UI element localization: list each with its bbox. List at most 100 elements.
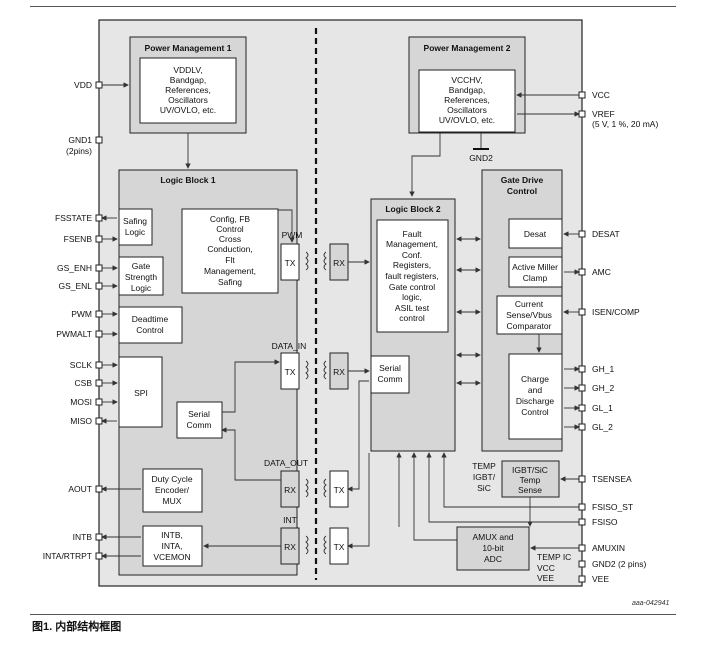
svg-text:Desat: Desat: [524, 229, 547, 239]
svg-text:DESAT: DESAT: [592, 229, 620, 239]
svg-text:logic,: logic,: [402, 292, 422, 302]
svg-text:PWMALT: PWMALT: [56, 329, 92, 339]
svg-text:INTA,: INTA,: [161, 541, 182, 551]
svg-text:GL_2: GL_2: [592, 422, 613, 432]
svg-text:Temp: Temp: [520, 475, 541, 485]
svg-text:GL_1: GL_1: [592, 403, 613, 413]
svg-text:(5 V, 1 %, 20 mA): (5 V, 1 %, 20 mA): [592, 119, 658, 129]
svg-text:Oscillators: Oscillators: [447, 105, 487, 115]
svg-text:References,: References,: [165, 85, 211, 95]
svg-text:Cross: Cross: [219, 234, 241, 244]
figure-id: aaa-042941: [632, 600, 670, 607]
svg-text:Logic: Logic: [131, 283, 152, 293]
svg-text:FSSTATE: FSSTATE: [55, 213, 92, 223]
svg-text:TEMP: TEMP: [472, 461, 496, 471]
svg-text:Flt: Flt: [225, 255, 235, 265]
svg-text:Serial: Serial: [188, 409, 210, 419]
svg-text:VEE: VEE: [592, 574, 609, 584]
svg-text:AMC: AMC: [592, 267, 611, 277]
gate-drive-control: Gate Drive Control Desat Active Miller C…: [481, 169, 563, 452]
svg-text:VCEMON: VCEMON: [153, 552, 190, 562]
svg-text:VCC: VCC: [537, 563, 555, 573]
svg-text:RX: RX: [284, 542, 296, 552]
svg-text:TX: TX: [285, 258, 296, 268]
svg-text:Bandgap,: Bandgap,: [170, 75, 206, 85]
svg-text:INTB,: INTB,: [161, 530, 183, 540]
svg-text:Safing: Safing: [123, 216, 147, 226]
svg-text:INT: INT: [283, 515, 297, 525]
svg-text:INTA/RTRPT: INTA/RTRPT: [43, 551, 92, 561]
svg-text:Conf.: Conf.: [402, 250, 422, 260]
svg-text:SiC: SiC: [477, 483, 491, 493]
svg-text:TX: TX: [334, 542, 345, 552]
svg-text:GH_1: GH_1: [592, 364, 614, 374]
svg-text:Management,: Management,: [204, 266, 256, 276]
svg-text:VREF: VREF: [592, 109, 615, 119]
svg-text:References,: References,: [444, 95, 490, 105]
svg-text:INTB: INTB: [73, 532, 93, 542]
svg-text:Strength: Strength: [125, 272, 157, 282]
svg-text:Safing: Safing: [218, 277, 242, 287]
gate-drive-title-2: Control: [507, 186, 537, 196]
power-management-1: Power Management 1 VDDLV, Bandgap, Refer…: [129, 36, 247, 134]
svg-text:Oscillators: Oscillators: [168, 95, 208, 105]
svg-text:Duty Cycle: Duty Cycle: [151, 474, 192, 484]
svg-text:CSB: CSB: [75, 378, 93, 388]
svg-text:Encoder/: Encoder/: [155, 485, 190, 495]
svg-text:10-bit: 10-bit: [482, 543, 504, 553]
svg-text:MOSI: MOSI: [70, 397, 92, 407]
svg-text:Deadtime: Deadtime: [132, 314, 169, 324]
svg-text:AMUX and: AMUX and: [472, 532, 513, 542]
amux-adc-block: AMUX and 10-bit ADC TEMP IC VCC VEE: [456, 526, 571, 583]
svg-text:Sense/Vbus: Sense/Vbus: [506, 310, 552, 320]
bottom-rule: [30, 614, 676, 615]
svg-text:Bandgap,: Bandgap,: [449, 85, 485, 95]
svg-text:AMUXIN: AMUXIN: [592, 543, 625, 553]
svg-text:VDD: VDD: [74, 80, 92, 90]
svg-text:VCCHV,: VCCHV,: [451, 75, 482, 85]
svg-text:Comm: Comm: [186, 420, 211, 430]
svg-text:Control: Control: [521, 407, 549, 417]
top-rule: [30, 6, 676, 7]
svg-text:(2pins): (2pins): [66, 146, 92, 156]
svg-text:IGBT/SiC: IGBT/SiC: [512, 465, 548, 475]
svg-text:PWM: PWM: [71, 309, 92, 319]
svg-text:UV/OVLO, etc.: UV/OVLO, etc.: [160, 105, 216, 115]
svg-text:IGBT/: IGBT/: [473, 472, 496, 482]
power-management-2: Power Management 2 VCCHV, Bandgap, Refer…: [408, 36, 526, 134]
svg-text:Control: Control: [136, 325, 164, 335]
svg-text:SPI: SPI: [134, 388, 148, 398]
svg-text:GND2 (2 pins): GND2 (2 pins): [592, 559, 646, 569]
isolation-channels: PWM TX RX DATA_IN TX RX DATA_OUT RX TX I…: [203, 209, 370, 565]
svg-text:FSISO_ST: FSISO_ST: [592, 502, 633, 512]
svg-text:VCC: VCC: [592, 90, 610, 100]
svg-text:TEMP IC: TEMP IC: [537, 552, 571, 562]
svg-text:GS_ENL: GS_ENL: [58, 281, 92, 291]
svg-text:TSENSEA: TSENSEA: [592, 474, 632, 484]
svg-text:FSENB: FSENB: [64, 234, 93, 244]
svg-text:Config, FB: Config, FB: [210, 214, 250, 224]
svg-text:ISEN/COMP: ISEN/COMP: [592, 307, 640, 317]
svg-text:Clamp: Clamp: [523, 273, 548, 283]
svg-text:DATA_IN: DATA_IN: [272, 341, 307, 351]
svg-text:fault registers,: fault registers,: [385, 271, 438, 281]
figure-caption: 图1. 内部结构框图: [32, 621, 122, 633]
svg-text:RX: RX: [284, 485, 296, 495]
svg-text:GND1: GND1: [68, 135, 92, 145]
svg-text:Conduction,: Conduction,: [207, 244, 252, 254]
svg-text:Current: Current: [515, 299, 544, 309]
svg-text:UV/OVLO, etc.: UV/OVLO, etc.: [439, 115, 495, 125]
svg-text:Control: Control: [216, 224, 244, 234]
temp-sense-block: TEMP IGBT/ SiC IGBT/SiC Temp Sense: [472, 460, 560, 498]
right-pins: VCC VREF(5 V, 1 %, 20 mA) DESAT AMC ISEN…: [516, 90, 658, 584]
svg-text:Fault: Fault: [403, 229, 423, 239]
svg-text:TX: TX: [334, 485, 345, 495]
svg-text:ASIL test: ASIL test: [395, 303, 430, 313]
svg-text:Discharge: Discharge: [516, 396, 555, 406]
svg-text:and: and: [528, 385, 542, 395]
svg-text:VDDLV,: VDDLV,: [173, 65, 202, 75]
svg-text:DATA_OUT: DATA_OUT: [264, 458, 308, 468]
svg-text:Gate control: Gate control: [389, 282, 435, 292]
svg-text:TX: TX: [285, 367, 296, 377]
